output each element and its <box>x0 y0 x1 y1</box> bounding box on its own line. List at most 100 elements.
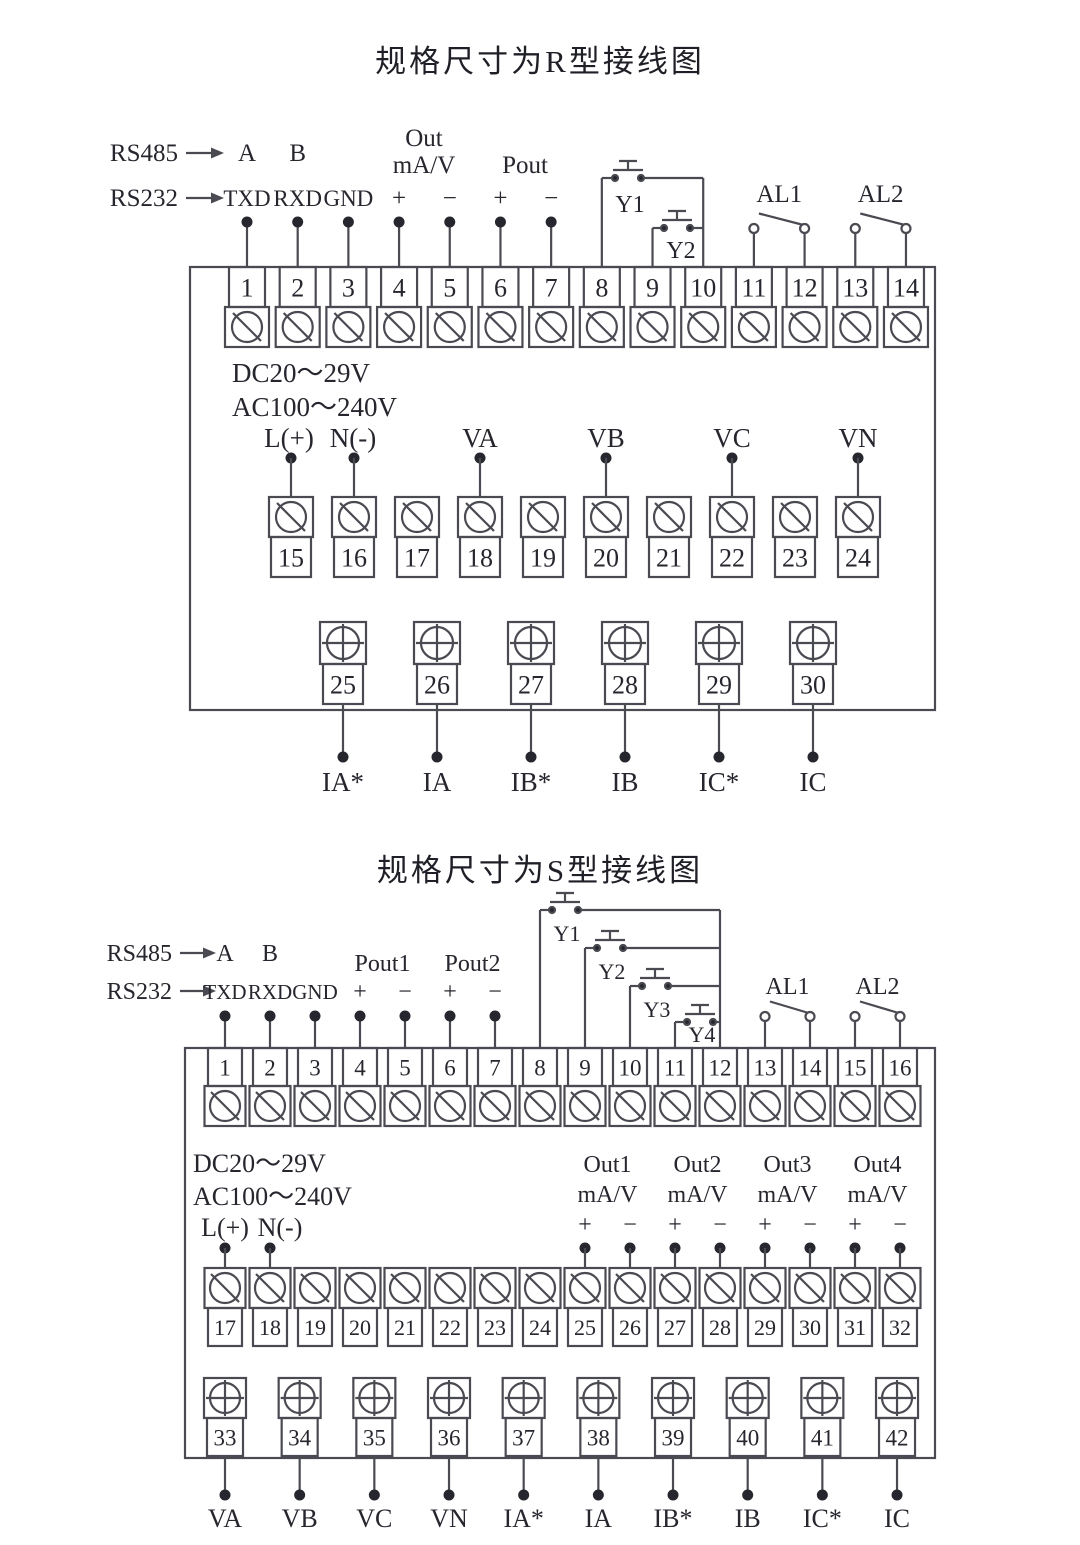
pin-label: A <box>216 941 234 967</box>
voltage-label: VA <box>462 423 498 453</box>
terminal-number: 12 <box>792 273 818 302</box>
voltage-label: VC <box>713 423 751 453</box>
relay-label: Y1 <box>615 192 644 218</box>
terminal-number: 6 <box>444 1055 456 1080</box>
terminal-number: 1 <box>219 1055 231 1080</box>
switch-blade <box>769 1000 808 1014</box>
screw-terminal-cell <box>473 1266 517 1310</box>
terminal-number: 17 <box>214 1315 236 1340</box>
screw-terminal-cell <box>428 1266 472 1310</box>
screw-slot <box>750 1273 780 1303</box>
screw-terminal-cell <box>743 1266 787 1310</box>
terminal-number: 18 <box>259 1315 281 1340</box>
signal-label: IA <box>585 1504 613 1533</box>
pout-label: Pout2 <box>444 951 500 977</box>
screw-slot <box>637 312 668 342</box>
terminal-number: 1 <box>241 273 254 302</box>
terminal-number: 17 <box>404 543 430 572</box>
terminal-number: 31 <box>844 1315 866 1340</box>
terminal-number: 20 <box>349 1315 371 1340</box>
screw-slot <box>480 1273 510 1303</box>
out-label: Out <box>405 125 443 152</box>
relay-label: Y4 <box>689 1022 716 1047</box>
connection-dot <box>592 1489 604 1501</box>
screw-slot <box>615 1091 645 1121</box>
pushbutton-contact-icon <box>685 223 695 233</box>
terminal-number: 26 <box>424 670 450 699</box>
alarm-label: AL2 <box>858 181 904 208</box>
alarm-label: AL1 <box>756 181 802 208</box>
terminal-number: 32 <box>889 1315 911 1340</box>
polarity-label: − <box>713 1212 727 1238</box>
current-label: IA <box>423 767 452 797</box>
terminal-number: 12 <box>709 1055 732 1080</box>
screw-slot <box>390 1273 420 1303</box>
connection-dot <box>241 216 253 228</box>
terminal-number: 28 <box>612 670 638 699</box>
ct-terminal-cell <box>352 1376 397 1420</box>
alarm-label: AL1 <box>766 974 810 1000</box>
terminal-number: 23 <box>782 543 808 572</box>
pushbutton-contact-icon <box>547 905 557 915</box>
ct-terminal-cell <box>725 1376 770 1420</box>
terminal-number: 29 <box>706 670 732 699</box>
voltage-label: VB <box>587 423 625 453</box>
signal-label: IC* <box>803 1504 842 1533</box>
screw-terminal-cell <box>708 495 756 539</box>
screw-slot <box>705 1273 735 1303</box>
switch-contact-icon <box>849 222 861 235</box>
screw-slot <box>660 1273 690 1303</box>
pushbutton-contact-icon <box>618 943 628 953</box>
pushbutton-contact-icon <box>573 905 583 915</box>
terminal-number: 29 <box>754 1315 776 1340</box>
terminal-number: 18 <box>467 543 493 572</box>
polarity-label: + <box>443 979 457 1005</box>
terminal-number: 7 <box>489 1055 501 1080</box>
screw-terminal-cell <box>698 1084 742 1128</box>
polarity-label: + <box>392 185 406 212</box>
screw-slot <box>435 1273 465 1303</box>
screw-terminal-cell <box>267 495 315 539</box>
arrow-icon <box>211 147 224 159</box>
connection-dot <box>891 1489 903 1501</box>
terminal-number: 10 <box>690 273 716 302</box>
terminal-number: 41 <box>811 1425 834 1450</box>
screw-terminal-cell <box>788 1266 832 1310</box>
ct-terminal-cell <box>694 620 744 666</box>
current-label: IC* <box>699 767 740 797</box>
screw-slot <box>276 502 306 532</box>
screw-terminal-cell <box>518 1084 562 1128</box>
screw-slot <box>402 502 432 532</box>
terminal-number: 19 <box>530 543 556 572</box>
terminal-number: 9 <box>646 273 659 302</box>
neutral-label: N(-) <box>258 1213 303 1242</box>
screw-slot <box>840 1273 870 1303</box>
switch-contact-icon <box>748 222 760 235</box>
connection-dot <box>309 1010 321 1022</box>
screw-terminal-cell <box>456 495 504 539</box>
connection-dot <box>742 1489 754 1501</box>
terminal-number: 37 <box>512 1425 535 1450</box>
signal-label: IB <box>735 1504 761 1533</box>
terminal-number: 4 <box>393 273 406 302</box>
out-unit-label: mA/V <box>393 152 456 179</box>
screw-terminal-cell <box>248 1266 292 1310</box>
screw-terminal-cell <box>223 305 271 349</box>
screw-terminal-cell <box>833 1266 877 1310</box>
screw-terminal-cell <box>203 1084 247 1128</box>
screw-terminal-cell <box>771 495 819 539</box>
polarity-label: − <box>443 185 457 212</box>
pin-label: B <box>262 941 278 967</box>
terminal-number: 8 <box>595 273 608 302</box>
ct-terminal-cell <box>277 1376 322 1420</box>
screw-slot <box>384 312 414 342</box>
polarity-label: + <box>848 1212 862 1238</box>
screw-terminal-cell <box>680 305 727 349</box>
signal-label: VC <box>356 1504 392 1533</box>
switch-contact-icon <box>900 222 912 235</box>
polarity-label: − <box>488 979 502 1005</box>
screw-slot <box>570 1273 600 1303</box>
screw-slot <box>660 1091 690 1121</box>
screw-terminal-cell <box>383 1266 427 1310</box>
ct-terminal-cell <box>576 1376 621 1420</box>
